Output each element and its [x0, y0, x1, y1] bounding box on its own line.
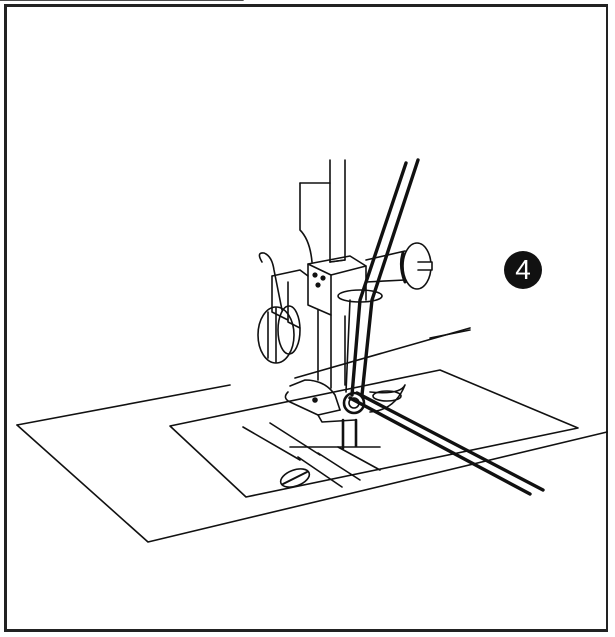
machine-bed [16, 327, 608, 543]
threads [345, 158, 545, 496]
presser-bar [299, 159, 346, 263]
illustration-frame [4, 4, 608, 632]
side-lever [258, 252, 309, 329]
step-number-badge: 4 [504, 251, 542, 289]
stitch-dial [257, 305, 301, 364]
needle [341, 418, 358, 450]
needle-plate [0, 0, 579, 498]
presser-foot-shank [317, 309, 346, 389]
presser-foot [284, 379, 406, 423]
needle-clamp [307, 255, 367, 316]
